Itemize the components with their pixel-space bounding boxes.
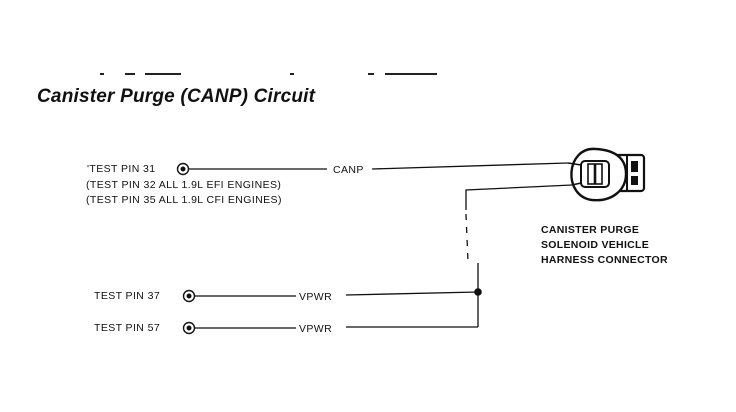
test-pin-31-label: 'TEST PIN 31 <box>87 163 155 175</box>
vpwr-wire-label-37: VPWR <box>299 291 332 303</box>
diagram-title: Canister Purge (CANP) Circuit <box>37 86 316 107</box>
canp-wire-label: CANP <box>333 164 364 176</box>
test-pin-31-text: TEST PIN 31 <box>89 163 156 175</box>
harness-connector-icon <box>567 147 646 202</box>
test-pin-31-quote: ' <box>87 163 90 175</box>
connector-label-line-3: HARNESS CONNECTOR <box>541 254 668 266</box>
harness-break-dash <box>465 213 469 263</box>
vpwr-wire-label-57: VPWR <box>299 323 332 335</box>
connector-label: CANISTER PURGE SOLENOID VEHICLE HARNESS … <box>541 223 668 268</box>
test-pin-32-note: (TEST PIN 32 ALL 1.9L EFI ENGINES) <box>86 179 282 191</box>
connector-label-line-2: SOLENOID VEHICLE <box>541 239 650 251</box>
scan-artifact <box>125 73 135 75</box>
scan-artifact <box>145 73 181 75</box>
scan-artifact <box>368 73 374 75</box>
scan-artifact <box>100 73 104 75</box>
test-pin-37-terminal <box>182 289 196 303</box>
test-pin-35-note: (TEST PIN 35 ALL 1.9L CFI ENGINES) <box>86 194 282 206</box>
test-pin-37-label: TEST PIN 37 <box>94 290 161 302</box>
test-pin-57-terminal <box>182 321 196 335</box>
test-pin-31-terminal <box>176 162 190 176</box>
vpwr-wire-37-right <box>345 291 479 296</box>
test-pin-57-label: TEST PIN 57 <box>94 322 161 334</box>
connector-label-line-1: CANISTER PURGE <box>541 224 640 236</box>
scan-artifact <box>290 73 294 75</box>
splice-junction <box>474 288 482 296</box>
canp-wire-right <box>371 162 569 170</box>
scan-artifact <box>385 73 437 75</box>
vpwr-lead-wire <box>465 184 573 210</box>
